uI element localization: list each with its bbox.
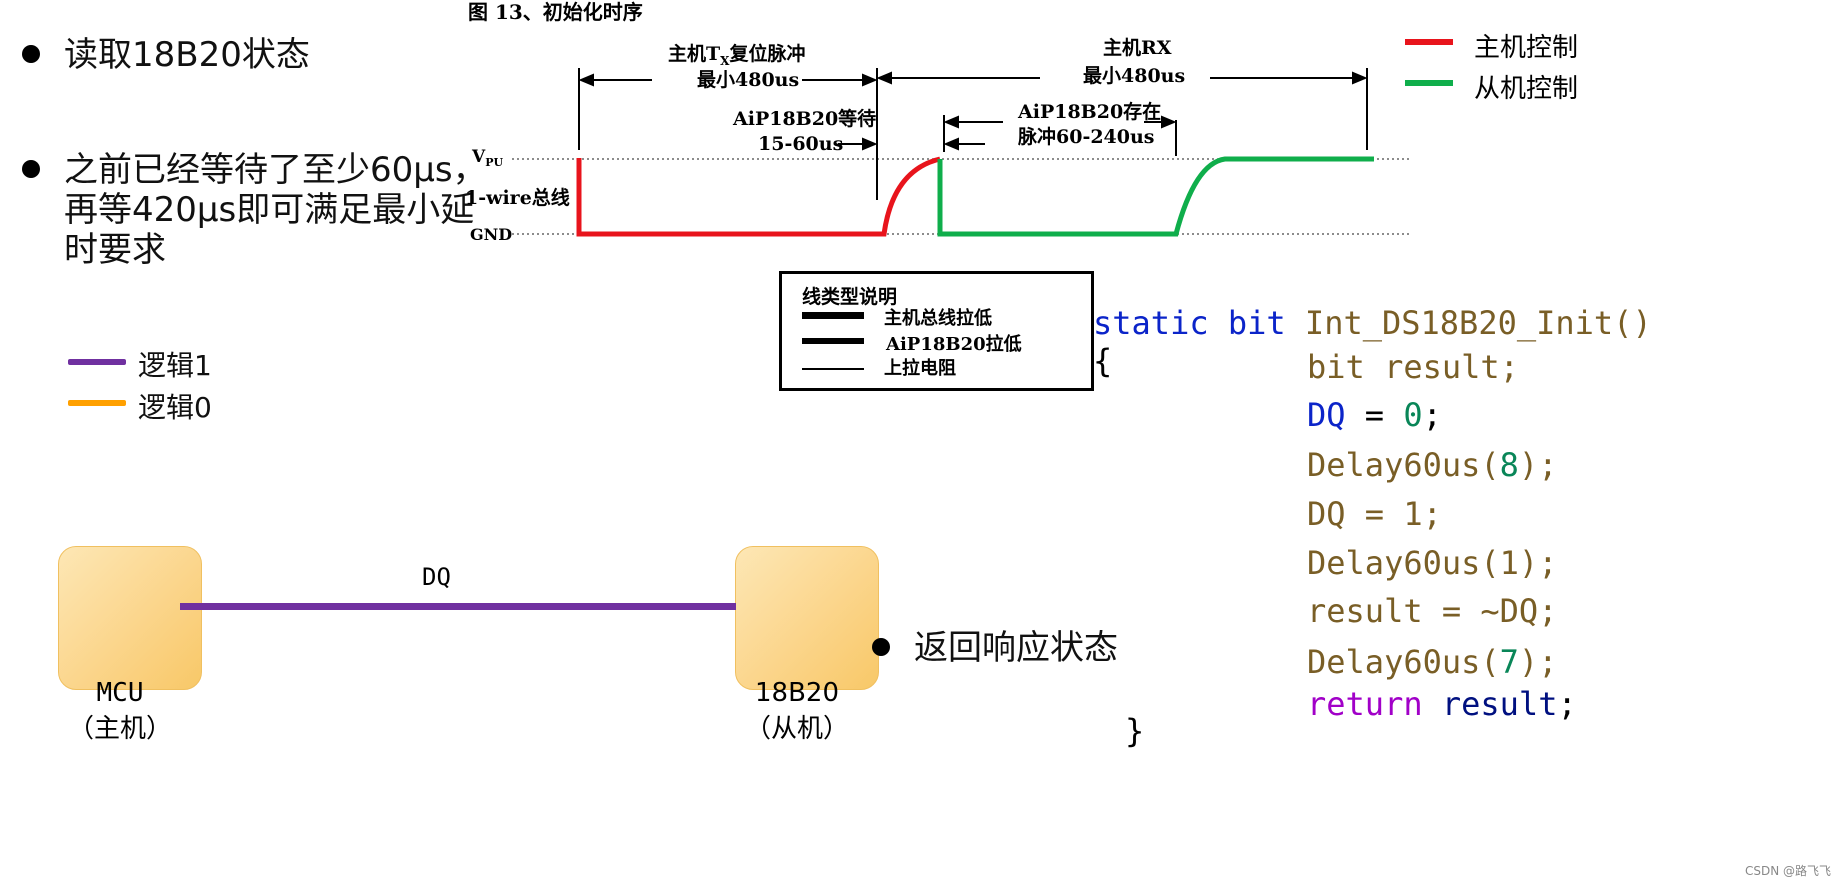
bullet-dot-2 xyxy=(22,160,40,178)
code-num-8: 8 xyxy=(1499,446,1519,484)
dq-label: DQ xyxy=(422,563,451,591)
logic0-label: 逻辑0 xyxy=(138,391,212,424)
host-rx-label-line1: 主机RX xyxy=(1103,37,1172,59)
code-result-var: result xyxy=(1441,685,1558,723)
wait-label-line2: 15-60us xyxy=(758,133,843,155)
line-type-thick-host xyxy=(802,312,864,319)
bullet-wait-line-2: 再等420μs即可满足最小延 xyxy=(64,190,475,230)
bullet-return-status: 返回响应状态 xyxy=(914,628,1118,668)
mcu-label-line2: （主机） xyxy=(67,714,172,744)
code-line-6: DQ = 1; xyxy=(1307,495,1442,533)
ds18b20-label-line1: 18B20 xyxy=(754,678,839,708)
timing-diagram: 图 13、初始化时序 VPU 1-wire总线 GND 主机TX复位脉冲 最小4… xyxy=(465,0,1410,244)
mcu-label-line1: MCU xyxy=(96,678,144,708)
gnd-label: GND xyxy=(470,225,512,244)
code-delay-close-2: ); xyxy=(1518,643,1558,681)
bullet-read-status: 读取18B20状态 xyxy=(64,35,310,75)
code-delay-close: ); xyxy=(1518,446,1558,484)
host-control-label: 主机控制 xyxy=(1474,33,1579,63)
figure-title: 图 13、初始化时序 xyxy=(468,0,643,24)
line-type-thick-slave xyxy=(802,338,864,344)
bullet-wait-delay: 之前已经等待了至少60μs， 再等420μs即可满足最小延 时要求 xyxy=(64,150,487,270)
presence-label-line1: AiP18B20存在 xyxy=(1017,100,1161,123)
line-type-legend-title: 线类型说明 xyxy=(802,286,898,308)
logic0-swatch xyxy=(68,400,126,406)
line-type-host-label: 主机总线拉低 xyxy=(884,308,992,329)
code-keyword-static: static xyxy=(1093,304,1209,342)
code-line-7: Delay60us(1); xyxy=(1307,544,1558,582)
bus-label: 1-wire总线 xyxy=(465,186,570,209)
bullet-wait-line-3: 时要求 xyxy=(64,230,166,270)
slave-presence-waveform xyxy=(937,156,1374,237)
presence-arrow xyxy=(943,115,1177,151)
host-rx-arrow xyxy=(876,71,1368,85)
code-num-0: 0 xyxy=(1403,396,1423,434)
wait-label-line1: AiP18B20等待 xyxy=(732,107,876,130)
code-keyword-bit: bit xyxy=(1227,304,1286,342)
code-semicolon-2: ; xyxy=(1557,685,1577,723)
ds18b20-label: 18B20 （从机） xyxy=(717,678,877,745)
vpu-label: VPU xyxy=(471,147,503,169)
host-tx-label-line2: 最小480us xyxy=(697,69,799,91)
code-delay-call: Delay60us( xyxy=(1307,446,1500,484)
ds18b20-label-line2: （从机） xyxy=(744,714,849,744)
mcu-box xyxy=(58,546,202,690)
code-line-8: result = ~DQ; xyxy=(1307,592,1558,630)
wait-arrow xyxy=(838,137,878,151)
mcu-label: MCU （主机） xyxy=(40,678,200,745)
code-line-1: static bit Int_DS18B20_Init() xyxy=(1093,304,1652,342)
code-num-7: 7 xyxy=(1499,643,1519,681)
host-reset-waveform xyxy=(576,156,941,237)
logic1-label: 逻辑1 xyxy=(138,349,212,382)
bullet-wait-line-1: 之前已经等待了至少60μs， xyxy=(64,150,487,190)
dq-wire xyxy=(180,603,736,610)
host-tx-arrow xyxy=(578,73,878,87)
line-type-legend: 线类型说明 主机总线拉低 AiP18B20拉低 上拉电阻 xyxy=(779,271,1094,391)
code-line-9: Delay60us(7); xyxy=(1307,643,1557,681)
line-type-pullup-label: 上拉电阻 xyxy=(884,358,956,379)
code-dq-var: DQ xyxy=(1307,396,1346,434)
slave-control-swatch xyxy=(1405,80,1453,86)
watermark: CSDN @路飞飞 xyxy=(1745,864,1832,878)
presence-label-line2: 脉冲60-240us xyxy=(1017,125,1155,148)
code-line-2: { xyxy=(1093,342,1113,380)
host-rx-label-line2: 最小480us xyxy=(1083,65,1185,87)
bullet-dot-1 xyxy=(22,45,40,63)
code-delay-call-2: Delay60us( xyxy=(1307,643,1500,681)
code-function-name: Int_DS18B20_Init() xyxy=(1304,304,1652,342)
bullet-dot-3 xyxy=(872,638,890,656)
code-return-keyword: return xyxy=(1307,685,1423,723)
code-line-4: DQ = 0; xyxy=(1307,396,1442,434)
code-line-3: bit result; xyxy=(1307,348,1519,386)
code-line-5: Delay60us(8); xyxy=(1307,446,1557,484)
slave-control-label: 从机控制 xyxy=(1474,74,1579,104)
bullet-read-status-text: 读取18B20状态 xyxy=(64,35,310,75)
code-line-11: } xyxy=(1125,712,1145,750)
line-type-thin-pullup xyxy=(802,368,864,370)
code-assign-op: = xyxy=(1345,396,1404,434)
host-tx-label-line1: 主机TX复位脉冲 xyxy=(668,42,805,68)
code-semicolon: ; xyxy=(1422,396,1442,434)
line-type-slave-label: AiP18B20拉低 xyxy=(886,334,1022,355)
host-control-swatch xyxy=(1405,39,1453,45)
code-line-10: return result; xyxy=(1307,685,1577,723)
logic1-swatch xyxy=(68,359,126,365)
ds18b20-box xyxy=(735,546,879,690)
